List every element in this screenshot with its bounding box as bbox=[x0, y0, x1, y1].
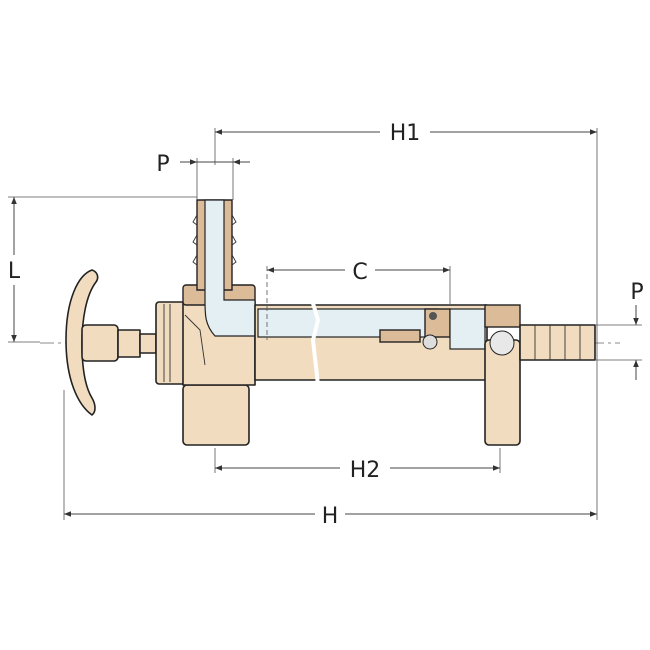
end-cap bbox=[155, 301, 187, 385]
dimension-p-right: P bbox=[595, 280, 644, 380]
right-foot bbox=[484, 339, 521, 446]
dimension-p-top: P bbox=[156, 152, 250, 200]
valve-stem bbox=[379, 329, 421, 343]
left-body bbox=[155, 199, 256, 446]
dimension-h1: H1 bbox=[214, 121, 598, 520]
label-h2: H2 bbox=[350, 458, 381, 483]
main-tube bbox=[254, 299, 488, 386]
left-foot bbox=[182, 384, 250, 446]
label-p-right: P bbox=[630, 280, 643, 305]
dimension-h2: H2 bbox=[214, 448, 501, 483]
piston bbox=[424, 308, 451, 338]
t-handle bbox=[65, 269, 157, 416]
break-mark bbox=[310, 299, 321, 386]
dimension-c: C bbox=[266, 260, 451, 340]
label-l: L bbox=[8, 259, 21, 284]
right-barb bbox=[519, 324, 596, 361]
dimension-l: L bbox=[8, 196, 197, 343]
label-c: C bbox=[352, 260, 367, 285]
label-h1: H1 bbox=[390, 121, 421, 146]
dimension-h: H bbox=[63, 390, 597, 529]
o-ring bbox=[429, 312, 437, 320]
label-h: H bbox=[322, 504, 339, 529]
right-housing bbox=[484, 304, 596, 446]
label-p-top: P bbox=[156, 152, 169, 177]
